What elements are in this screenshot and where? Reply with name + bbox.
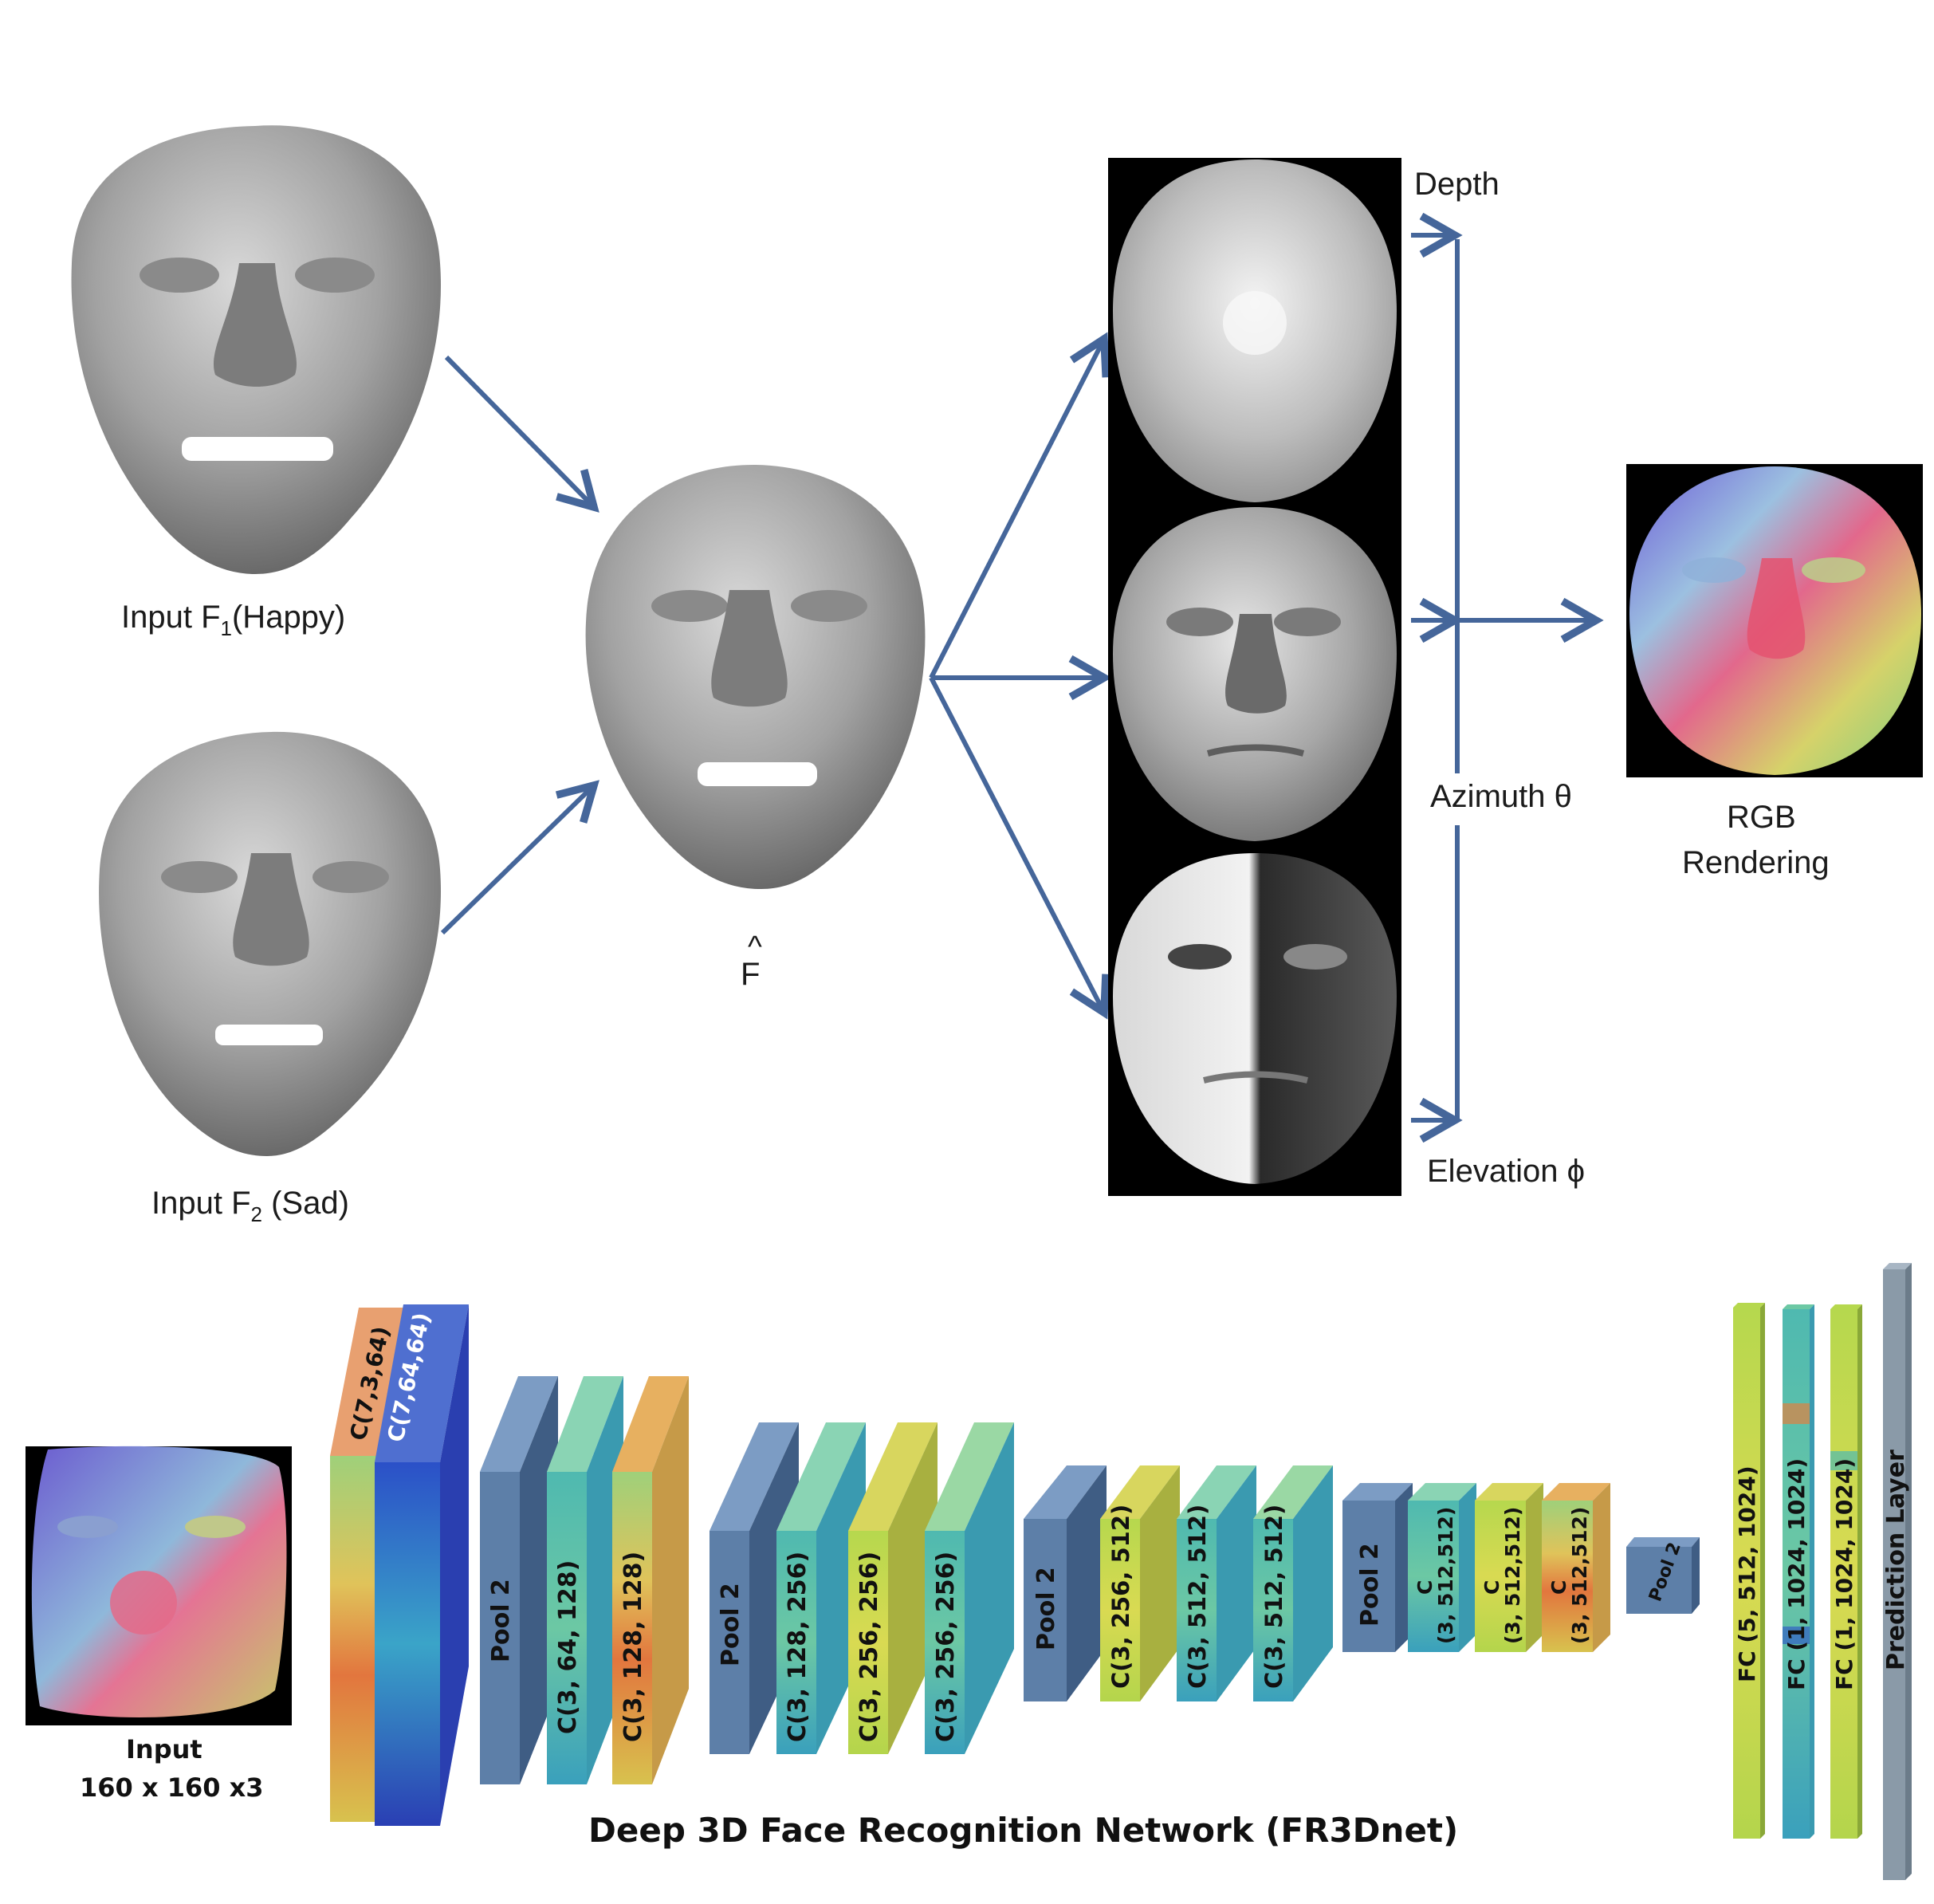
layer-fc1-label: FC (5, 512, 1024) xyxy=(1734,1465,1760,1682)
layer-c4-block xyxy=(612,1376,689,1784)
azimuth-map-image xyxy=(1113,507,1397,841)
layer-c3-label: C(3, 64, 128) xyxy=(554,1560,582,1734)
rgb-label-line2: Rendering xyxy=(1682,845,1830,880)
azimuth-label: Azimuth θ xyxy=(1430,779,1572,814)
arrow-fhat-to-elevation xyxy=(929,676,1110,1020)
layer-c11-label-b: (3, 512,512) xyxy=(1434,1507,1457,1644)
layer-c11-block xyxy=(1408,1483,1476,1652)
layer-pool4-block xyxy=(1342,1483,1413,1652)
rgb-label-line1: RGB xyxy=(1727,800,1796,835)
layer-c13-label-b: (3, 512,512) xyxy=(1568,1507,1591,1644)
layer-pool5-block xyxy=(1626,1537,1700,1614)
layer-c12-block xyxy=(1475,1483,1543,1652)
rgb-rendering-image xyxy=(1629,466,1921,775)
layer-pool3-label: Pool 2 xyxy=(1032,1567,1060,1650)
layer-prediction-label: Prediction Layer xyxy=(1882,1450,1910,1670)
layer-c4-label: C(3, 128, 128) xyxy=(619,1552,647,1742)
face-fhat-image xyxy=(585,464,926,889)
layer-fc2-block xyxy=(1783,1304,1814,1839)
fhat-label: F xyxy=(741,957,760,992)
layer-pool4-label: Pool 2 xyxy=(1356,1543,1384,1627)
layer-prediction-block xyxy=(1883,1263,1912,1880)
layer-pool1-label: Pool 2 xyxy=(487,1579,515,1662)
layer-c8-block xyxy=(1100,1465,1180,1701)
arrow-f2-to-fhat xyxy=(440,780,599,935)
layer-fc1-block xyxy=(1733,1303,1765,1839)
arrow-fhat-to-depth xyxy=(929,332,1110,679)
layer-pool2-label: Pool 2 xyxy=(717,1583,745,1666)
collector-bracket xyxy=(1411,212,1463,1143)
face-happy-image xyxy=(71,125,442,574)
input-f1-label: Input F1(Happy) xyxy=(121,600,345,640)
layer-c8-label: C(3, 256, 512) xyxy=(1107,1505,1134,1689)
depth-label: Depth xyxy=(1414,167,1500,202)
layer-c2-block xyxy=(375,1304,469,1826)
input-label-line2: 160 x 160 x3 xyxy=(80,1772,264,1803)
network-title: Deep 3D Face Recognition Network (FR3Dne… xyxy=(588,1811,1458,1850)
fhat-caret: ^ xyxy=(748,930,762,964)
layer-c10-block xyxy=(1253,1465,1333,1701)
layer-c10-label: C(3, 512, 512) xyxy=(1260,1505,1287,1689)
layer-c9-label: C(3, 512, 512) xyxy=(1184,1505,1211,1689)
layer-fc3-block xyxy=(1830,1304,1862,1839)
layer-pool3-block xyxy=(1024,1465,1107,1701)
layer-c9-block xyxy=(1177,1465,1256,1701)
network-input-image xyxy=(26,1446,292,1725)
layer-c5-label: C(3, 128, 256) xyxy=(784,1552,812,1742)
elevation-label: Elevation ϕ xyxy=(1427,1154,1585,1189)
input-label-line1: Input xyxy=(126,1734,202,1764)
input-f2-label: Input F2 (Sad) xyxy=(151,1186,349,1226)
layer-c7-block xyxy=(925,1422,1014,1754)
elevation-map-image xyxy=(1113,853,1397,1184)
arrow-f1-to-fhat xyxy=(444,355,599,513)
layer-c13-block xyxy=(1542,1483,1610,1652)
depth-map-image xyxy=(1113,159,1397,502)
face-sad-image xyxy=(99,731,442,1156)
layer-c11-label-a: C xyxy=(1413,1580,1437,1595)
layer-c7-label: C(3, 256, 256) xyxy=(932,1552,960,1742)
layer-c12-label-a: C xyxy=(1480,1580,1504,1595)
layer-c13-label-a: C xyxy=(1547,1580,1570,1595)
layer-c6-label: C(3, 256, 256) xyxy=(855,1552,883,1742)
layer-fc2-label: FC (1, 1024, 1024) xyxy=(1783,1458,1810,1690)
layer-fc3-label: FC (1, 1024, 1024) xyxy=(1831,1458,1857,1690)
layer-c12-label-b: (3, 512,512) xyxy=(1501,1507,1524,1644)
